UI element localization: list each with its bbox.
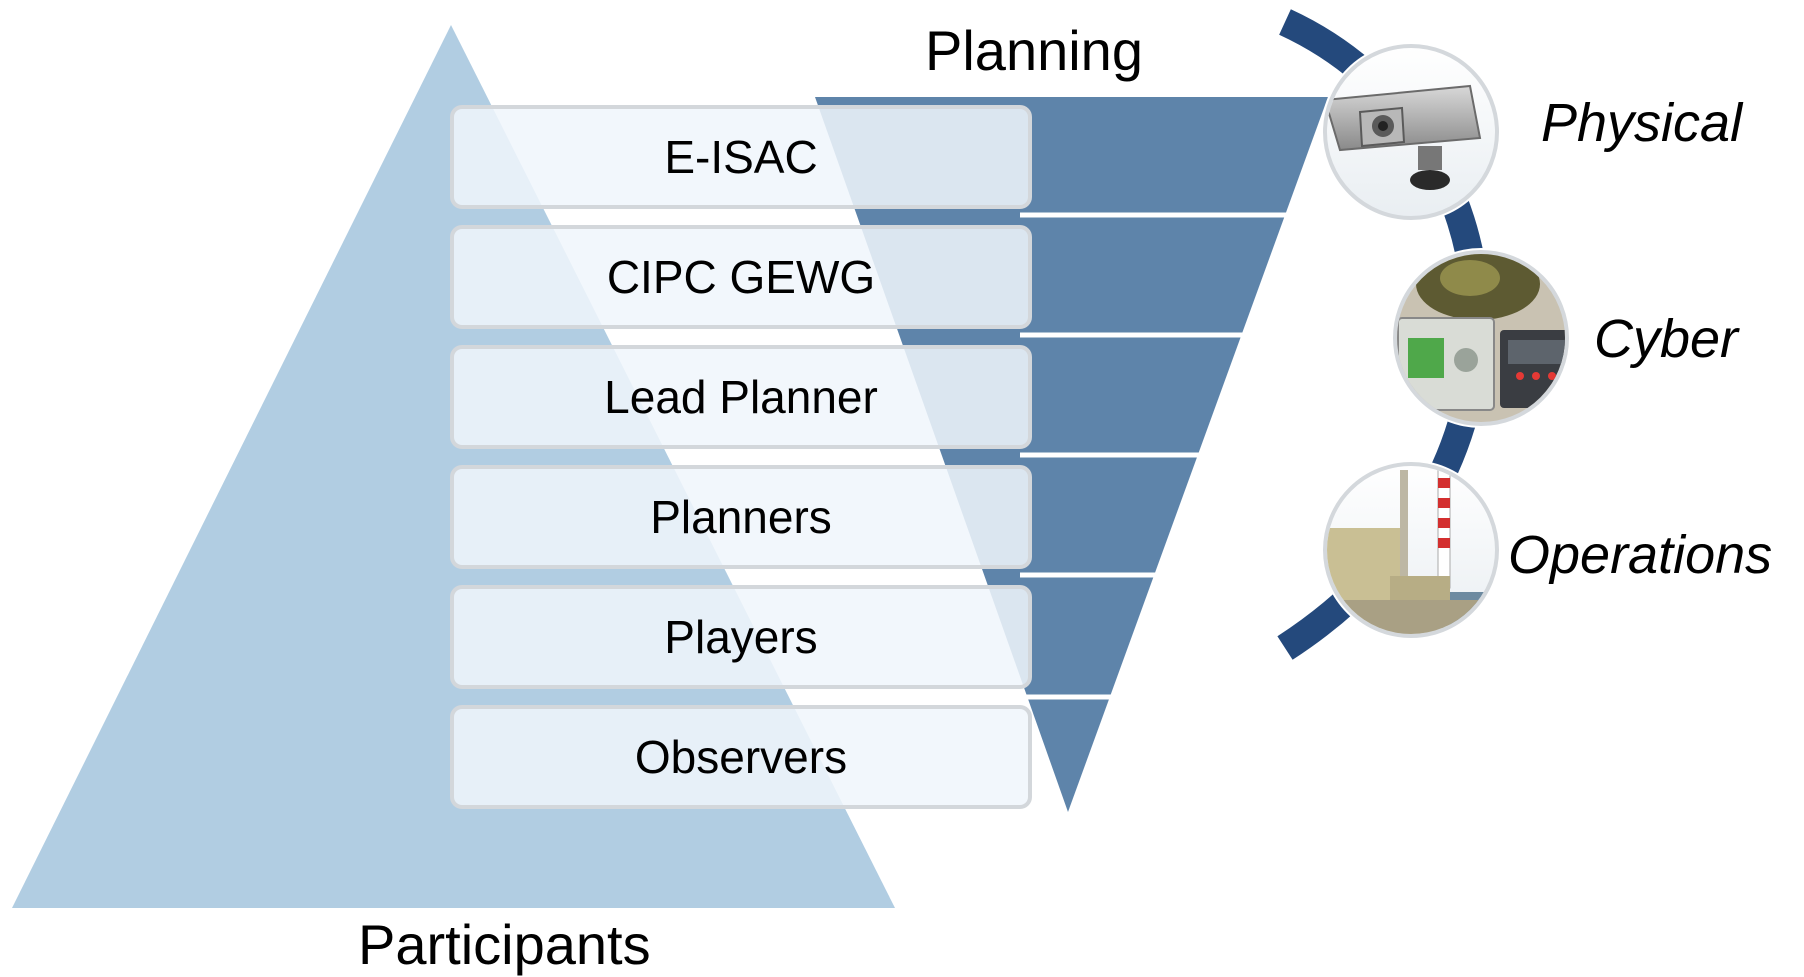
- level-label: E-ISAC: [664, 131, 818, 183]
- level-label: CIPC GEWG: [606, 251, 876, 303]
- level-box: Lead Planner: [450, 345, 1032, 449]
- level-label: Players: [664, 611, 818, 663]
- level-label: Lead Planner: [604, 371, 878, 423]
- level-box: Planners: [450, 465, 1032, 569]
- category-label-cyber: Cyber: [1594, 309, 1739, 369]
- participants-label: Participants: [358, 913, 651, 976]
- category-label-operations: Operations: [1508, 525, 1773, 585]
- planning-label: Planning: [925, 19, 1143, 82]
- level-label: Observers: [634, 731, 848, 783]
- category-label-physical: Physical: [1541, 93, 1743, 153]
- funnel-dividers: [1020, 212, 1292, 700]
- level-box: E-ISAC: [450, 105, 1032, 209]
- security-camera-icon: [1321, 42, 1501, 222]
- level-box: CIPC GEWG: [450, 225, 1032, 329]
- control-panel-icon: [1391, 248, 1571, 428]
- level-label: Planners: [650, 491, 832, 543]
- level-box: Players: [450, 585, 1032, 689]
- power-plant-icon: [1321, 460, 1501, 640]
- level-box: Observers: [450, 705, 1032, 809]
